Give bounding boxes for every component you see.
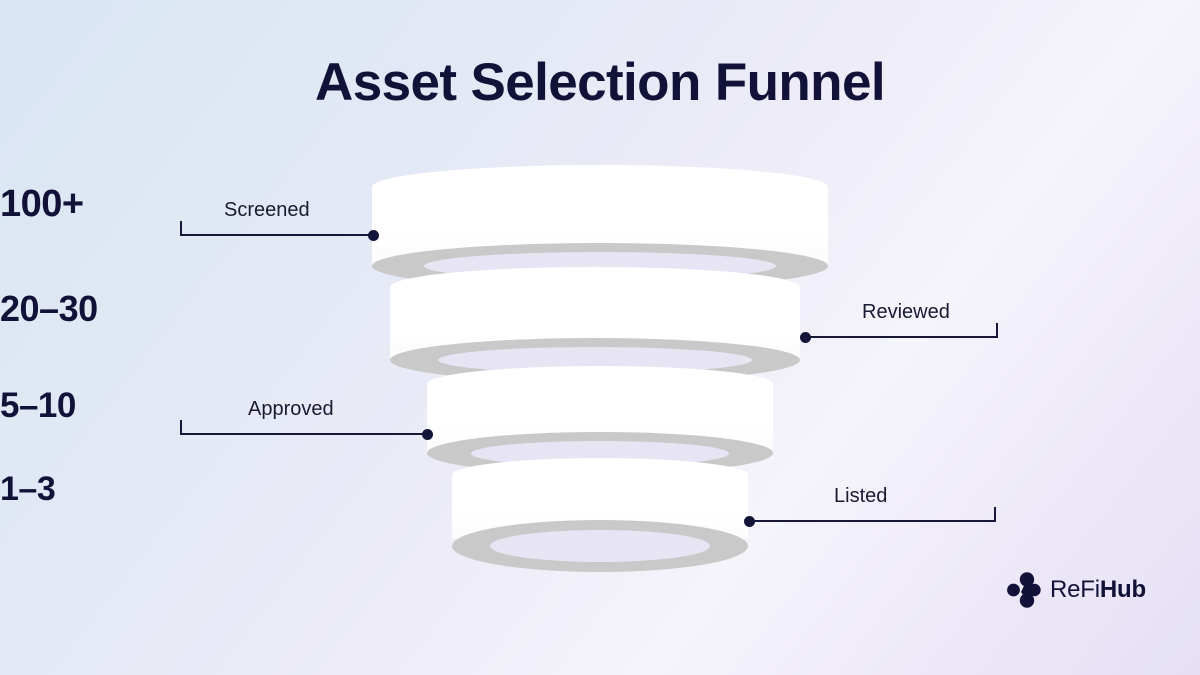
callout-reviewed-dot (800, 331, 811, 343)
callout-approved-line (180, 433, 428, 435)
callout-reviewed-line (804, 336, 998, 338)
callout-listed-label: Listed (834, 485, 888, 507)
callout-screened-line (180, 234, 374, 236)
stage-4-rim-hole (490, 530, 710, 562)
page-title: Asset Selection Funnel (315, 53, 886, 112)
callout-reviewed-label: Reviewed (862, 301, 950, 323)
callout-listed-line (748, 520, 996, 522)
logo-wordmark: ReFiHub (1050, 576, 1146, 604)
callout-listed: Listed (744, 476, 996, 527)
logo-name-bold: Hub (1099, 576, 1146, 603)
callout-screened: Screened (180, 190, 379, 241)
callout-listed-dot (744, 515, 755, 527)
callout-screened-dot (368, 229, 379, 241)
callout-listed-tick (994, 507, 996, 522)
stage-4-rim (452, 520, 748, 572)
callout-approved: Approved (180, 389, 433, 440)
refihub-logo: ReFiHub (1007, 572, 1146, 608)
logo-name-light: ReFi (1050, 576, 1100, 603)
molecule-icon (1007, 572, 1041, 608)
callout-approved-tick (180, 420, 182, 435)
callout-screened-label: Screened (224, 199, 310, 221)
callout-reviewed: Reviewed (800, 292, 998, 343)
callout-reviewed-tick (996, 323, 998, 338)
callout-screened-tick (180, 221, 182, 236)
callout-approved-label: Approved (248, 398, 334, 420)
callout-approved-dot (422, 428, 433, 440)
